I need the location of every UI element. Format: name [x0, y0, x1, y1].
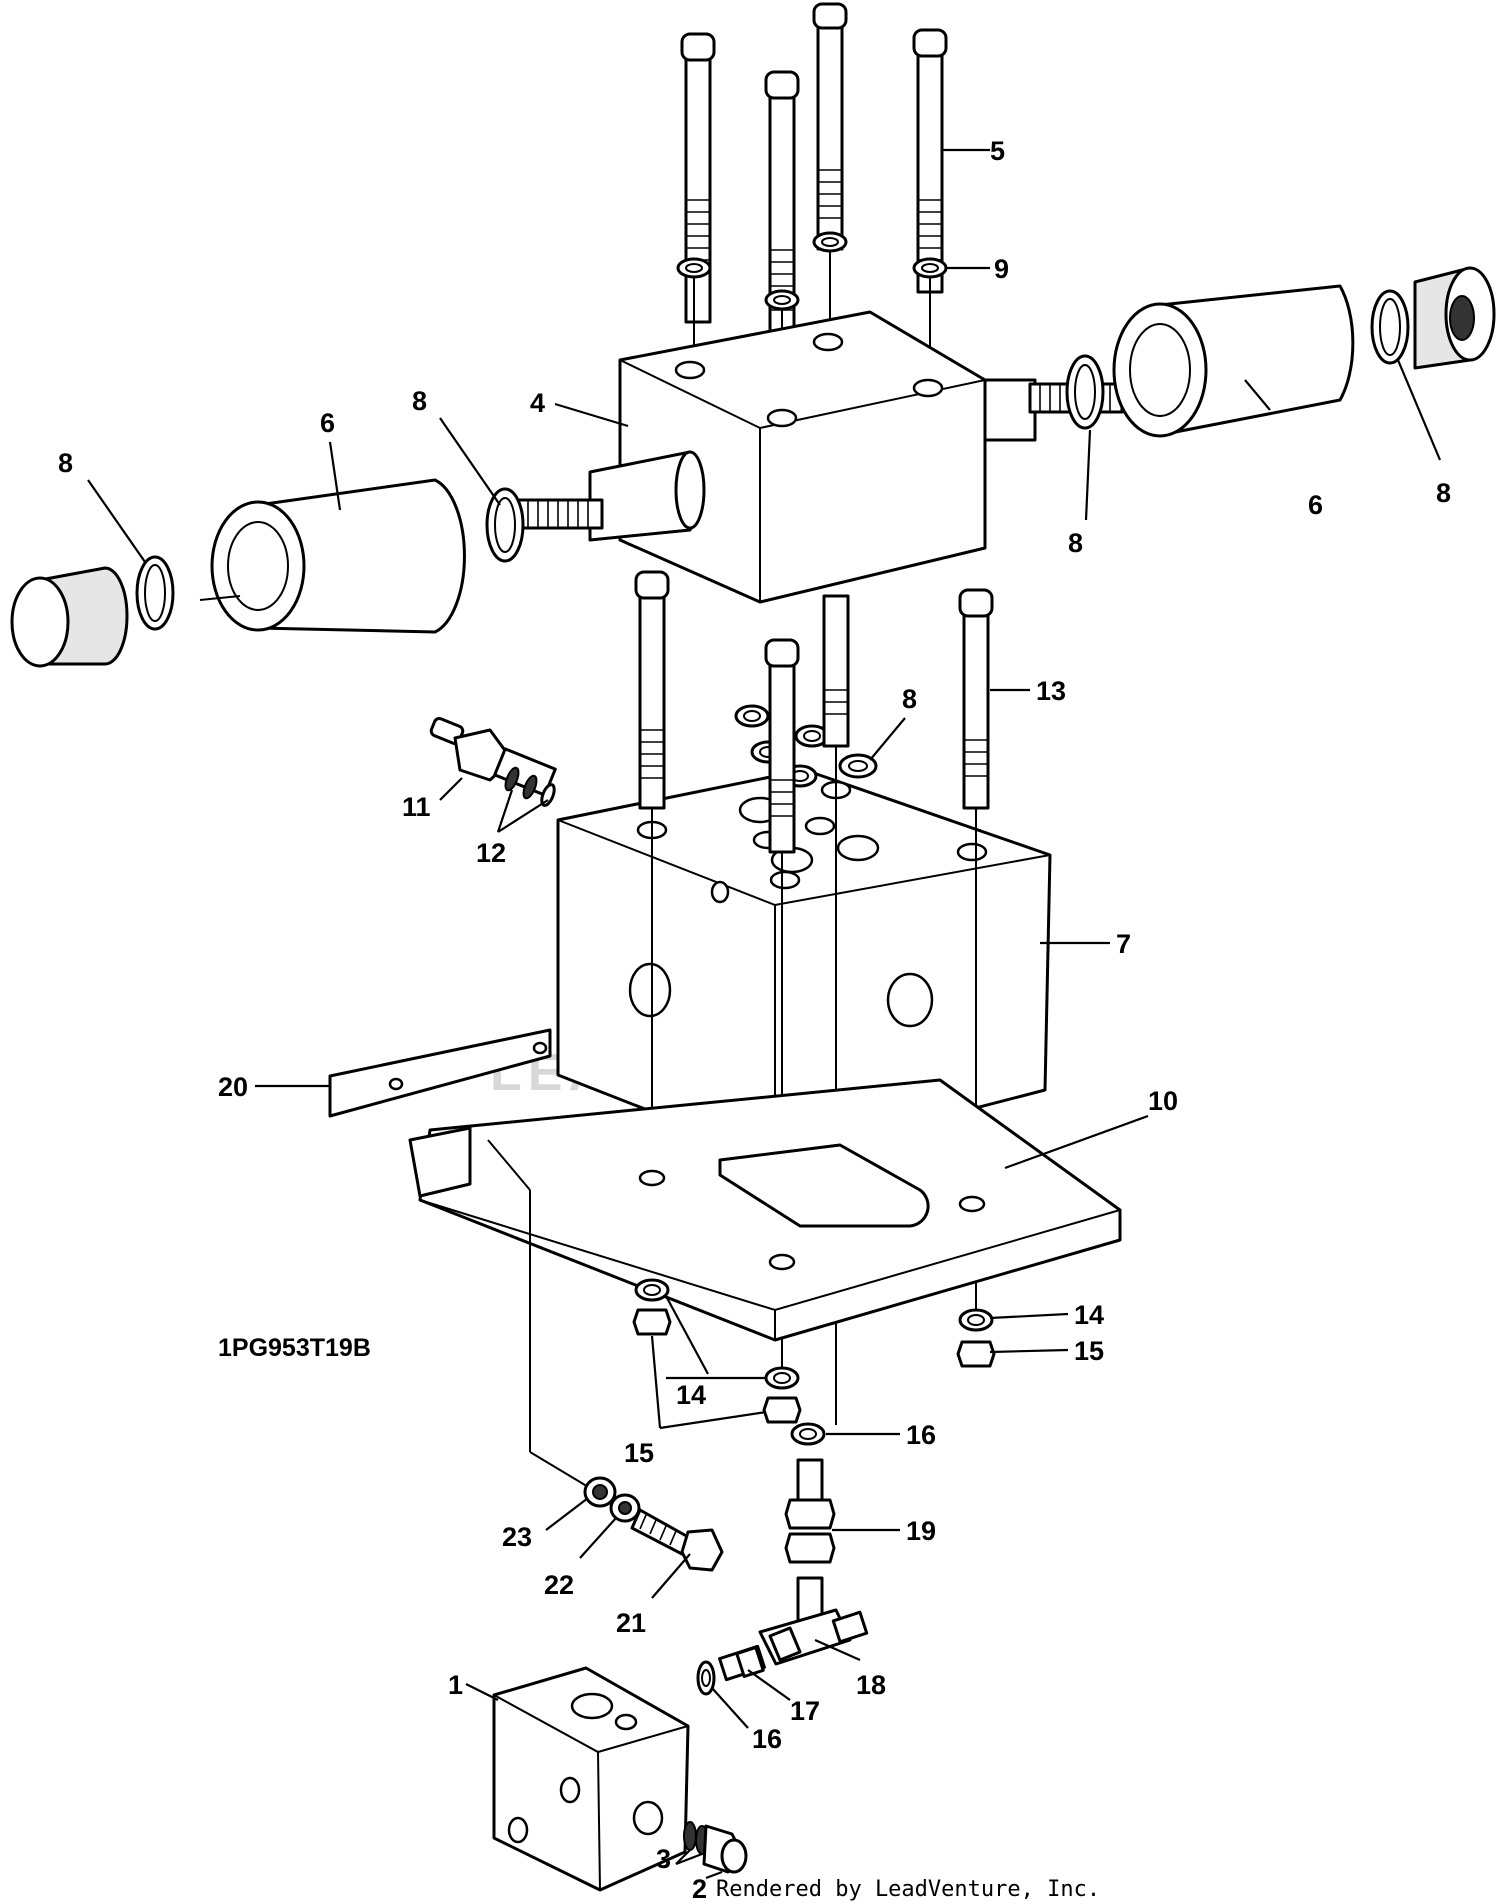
part-20-bracket-bar — [328, 1028, 591, 1489]
callout-8-right-screen: 8 — [1436, 478, 1451, 508]
part-10-mounting-plate — [408, 1078, 1122, 1342]
callout-10: 10 — [1148, 1086, 1178, 1116]
callout-labels: 5 9 4 6 8 8 6 8 8 13 8 11 12 7 20 10 1PG… — [58, 136, 1451, 1904]
callout-8-left-block: 8 — [412, 386, 427, 416]
part-4-valve-block — [588, 310, 1037, 604]
part-16-washer-lower — [696, 1660, 716, 1696]
callout-4: 4 — [530, 388, 545, 418]
filter-axis-line — [199, 595, 241, 601]
callout-3: 3 — [656, 1844, 671, 1874]
callout-17: 17 — [790, 1696, 820, 1726]
callout-16-upper: 16 — [906, 1420, 936, 1450]
callout-15-right: 15 — [1074, 1336, 1104, 1366]
render-credit: Rendered by LeadVenture, Inc. — [716, 1877, 1100, 1902]
callout-1: 1 — [448, 1670, 463, 1700]
callout-22: 22 — [544, 1570, 574, 1600]
callout-16-lower: 16 — [752, 1724, 782, 1754]
part-6-filter-right — [1112, 284, 1355, 438]
part-6-filter-left — [210, 478, 466, 634]
callout-9: 9 — [994, 254, 1009, 284]
callout-2: 2 — [692, 1874, 707, 1904]
callout-8-right-block: 8 — [1068, 528, 1083, 558]
part-1-manifold-block — [492, 1666, 690, 1892]
figure-code: 1PG953T19B — [218, 1334, 371, 1362]
right-strainer-screen — [1413, 266, 1496, 370]
callout-12: 12 — [476, 838, 506, 868]
callout-14-right: 14 — [1074, 1300, 1104, 1330]
callout-20: 20 — [218, 1072, 248, 1102]
callout-6-left: 6 — [320, 408, 335, 438]
part-18-tee-fitting — [758, 1608, 869, 1666]
callout-5: 5 — [990, 136, 1005, 166]
part-16-washer-upper — [790, 1422, 826, 1446]
part-21-cap-screw — [630, 1508, 724, 1572]
callout-8-lower-block: 8 — [902, 684, 917, 714]
callout-8-left-screen: 8 — [58, 448, 73, 478]
part-7-lower-block — [556, 768, 1052, 1162]
part-5-top-bolts — [680, 2, 948, 376]
part-8-o-rings-lower — [734, 704, 878, 788]
part-23-washer — [583, 1476, 617, 1508]
callout-18: 18 — [856, 1670, 886, 1700]
callout-11: 11 — [402, 792, 431, 822]
part-11-sensor-fitting — [429, 717, 557, 797]
callout-23: 23 — [502, 1522, 532, 1552]
left-strainer-screen — [10, 566, 129, 668]
part-14-washers — [634, 1278, 994, 1390]
callout-6-right: 6 — [1308, 490, 1323, 520]
part-8-o-rings-upper — [135, 289, 1410, 631]
callout-13: 13 — [1036, 676, 1066, 706]
part-17-nipple — [718, 1644, 766, 1682]
callout-19: 19 — [906, 1516, 936, 1546]
part-22-lock-washer — [609, 1493, 641, 1523]
part-9-washers — [676, 231, 948, 311]
part-15-nuts — [632, 1308, 996, 1424]
callout-21: 21 — [616, 1608, 646, 1638]
callout-7: 7 — [1116, 929, 1131, 959]
leader-lines — [87, 148, 1442, 1880]
part-2-plug — [702, 1824, 748, 1874]
callout-15-left: 15 — [624, 1438, 654, 1468]
part-19-adapter-fitting — [784, 1458, 836, 1628]
callout-14-left: 14 — [676, 1380, 706, 1410]
part-12-o-rings — [504, 766, 556, 807]
